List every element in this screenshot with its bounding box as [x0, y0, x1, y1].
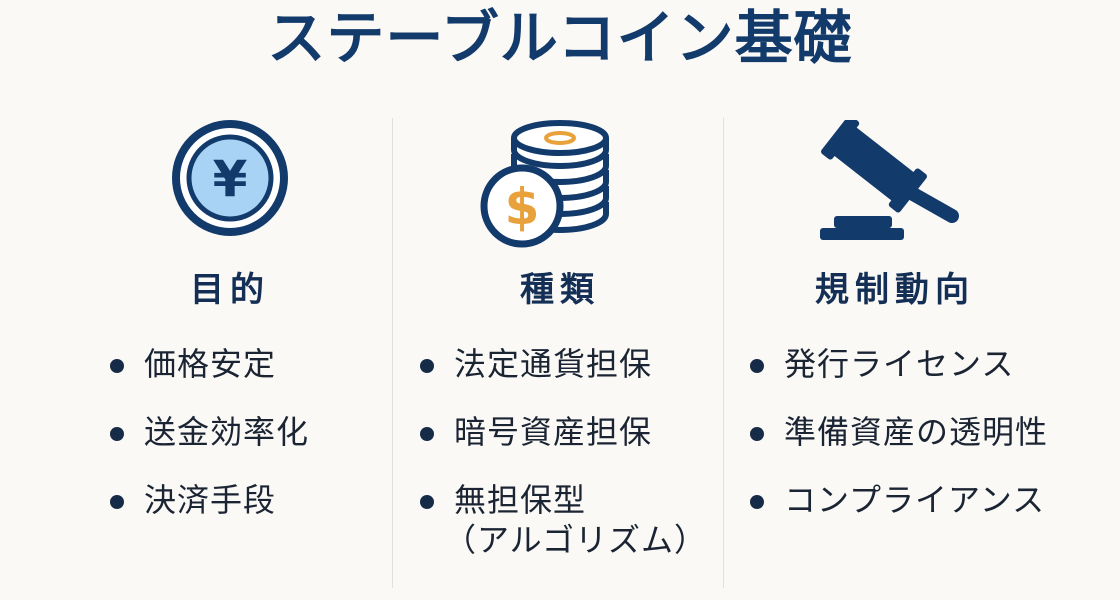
- bullet-dot: [750, 427, 764, 441]
- purpose-list: 価格安定 送金効率化 決済手段: [110, 344, 309, 548]
- dollar-coin-stack-icon: $: [480, 118, 620, 254]
- regulation-list: 発行ライセンス 準備資産の透明性 コンプライアンス: [750, 344, 1048, 548]
- bullet-dot: [420, 427, 434, 441]
- bullet-dot: [110, 427, 124, 441]
- list-item: 価格安定: [110, 344, 309, 384]
- column-heading-regulation: 規制動向: [815, 270, 975, 310]
- bullet-dot: [420, 359, 434, 373]
- list-item: 決済手段: [110, 480, 309, 520]
- list-item: コンプライアンス: [750, 480, 1048, 520]
- list-item: 無担保型（アルゴリズム）: [420, 480, 707, 560]
- gavel-icon: [812, 115, 962, 248]
- bullet-dot: [750, 359, 764, 373]
- column-heading-types: 種類: [520, 270, 600, 310]
- list-item-subtext: （アルゴリズム）: [444, 521, 708, 559]
- page-title: ステーブルコイン基礎: [267, 4, 853, 72]
- yen-glyph: ¥: [213, 150, 248, 208]
- column-divider-left: [392, 118, 393, 588]
- list-item: 発行ライセンス: [750, 344, 1048, 384]
- list-item: 法定通貨担保: [420, 344, 707, 384]
- column-divider-right: [723, 118, 724, 588]
- bullet-dot: [420, 495, 434, 509]
- column-heading-purpose: 目的: [190, 270, 270, 310]
- dollar-glyph: $: [505, 178, 540, 236]
- list-item: 送金効率化: [110, 412, 309, 452]
- list-item: 暗号資産担保: [420, 412, 707, 452]
- types-list: 法定通貨担保 暗号資産担保 無担保型（アルゴリズム）: [420, 344, 707, 588]
- bullet-dot: [750, 495, 764, 509]
- bullet-dot: [110, 495, 124, 509]
- list-item: 準備資産の透明性: [750, 412, 1048, 452]
- bullet-dot: [110, 359, 124, 373]
- yen-coin-icon: ¥: [172, 120, 288, 240]
